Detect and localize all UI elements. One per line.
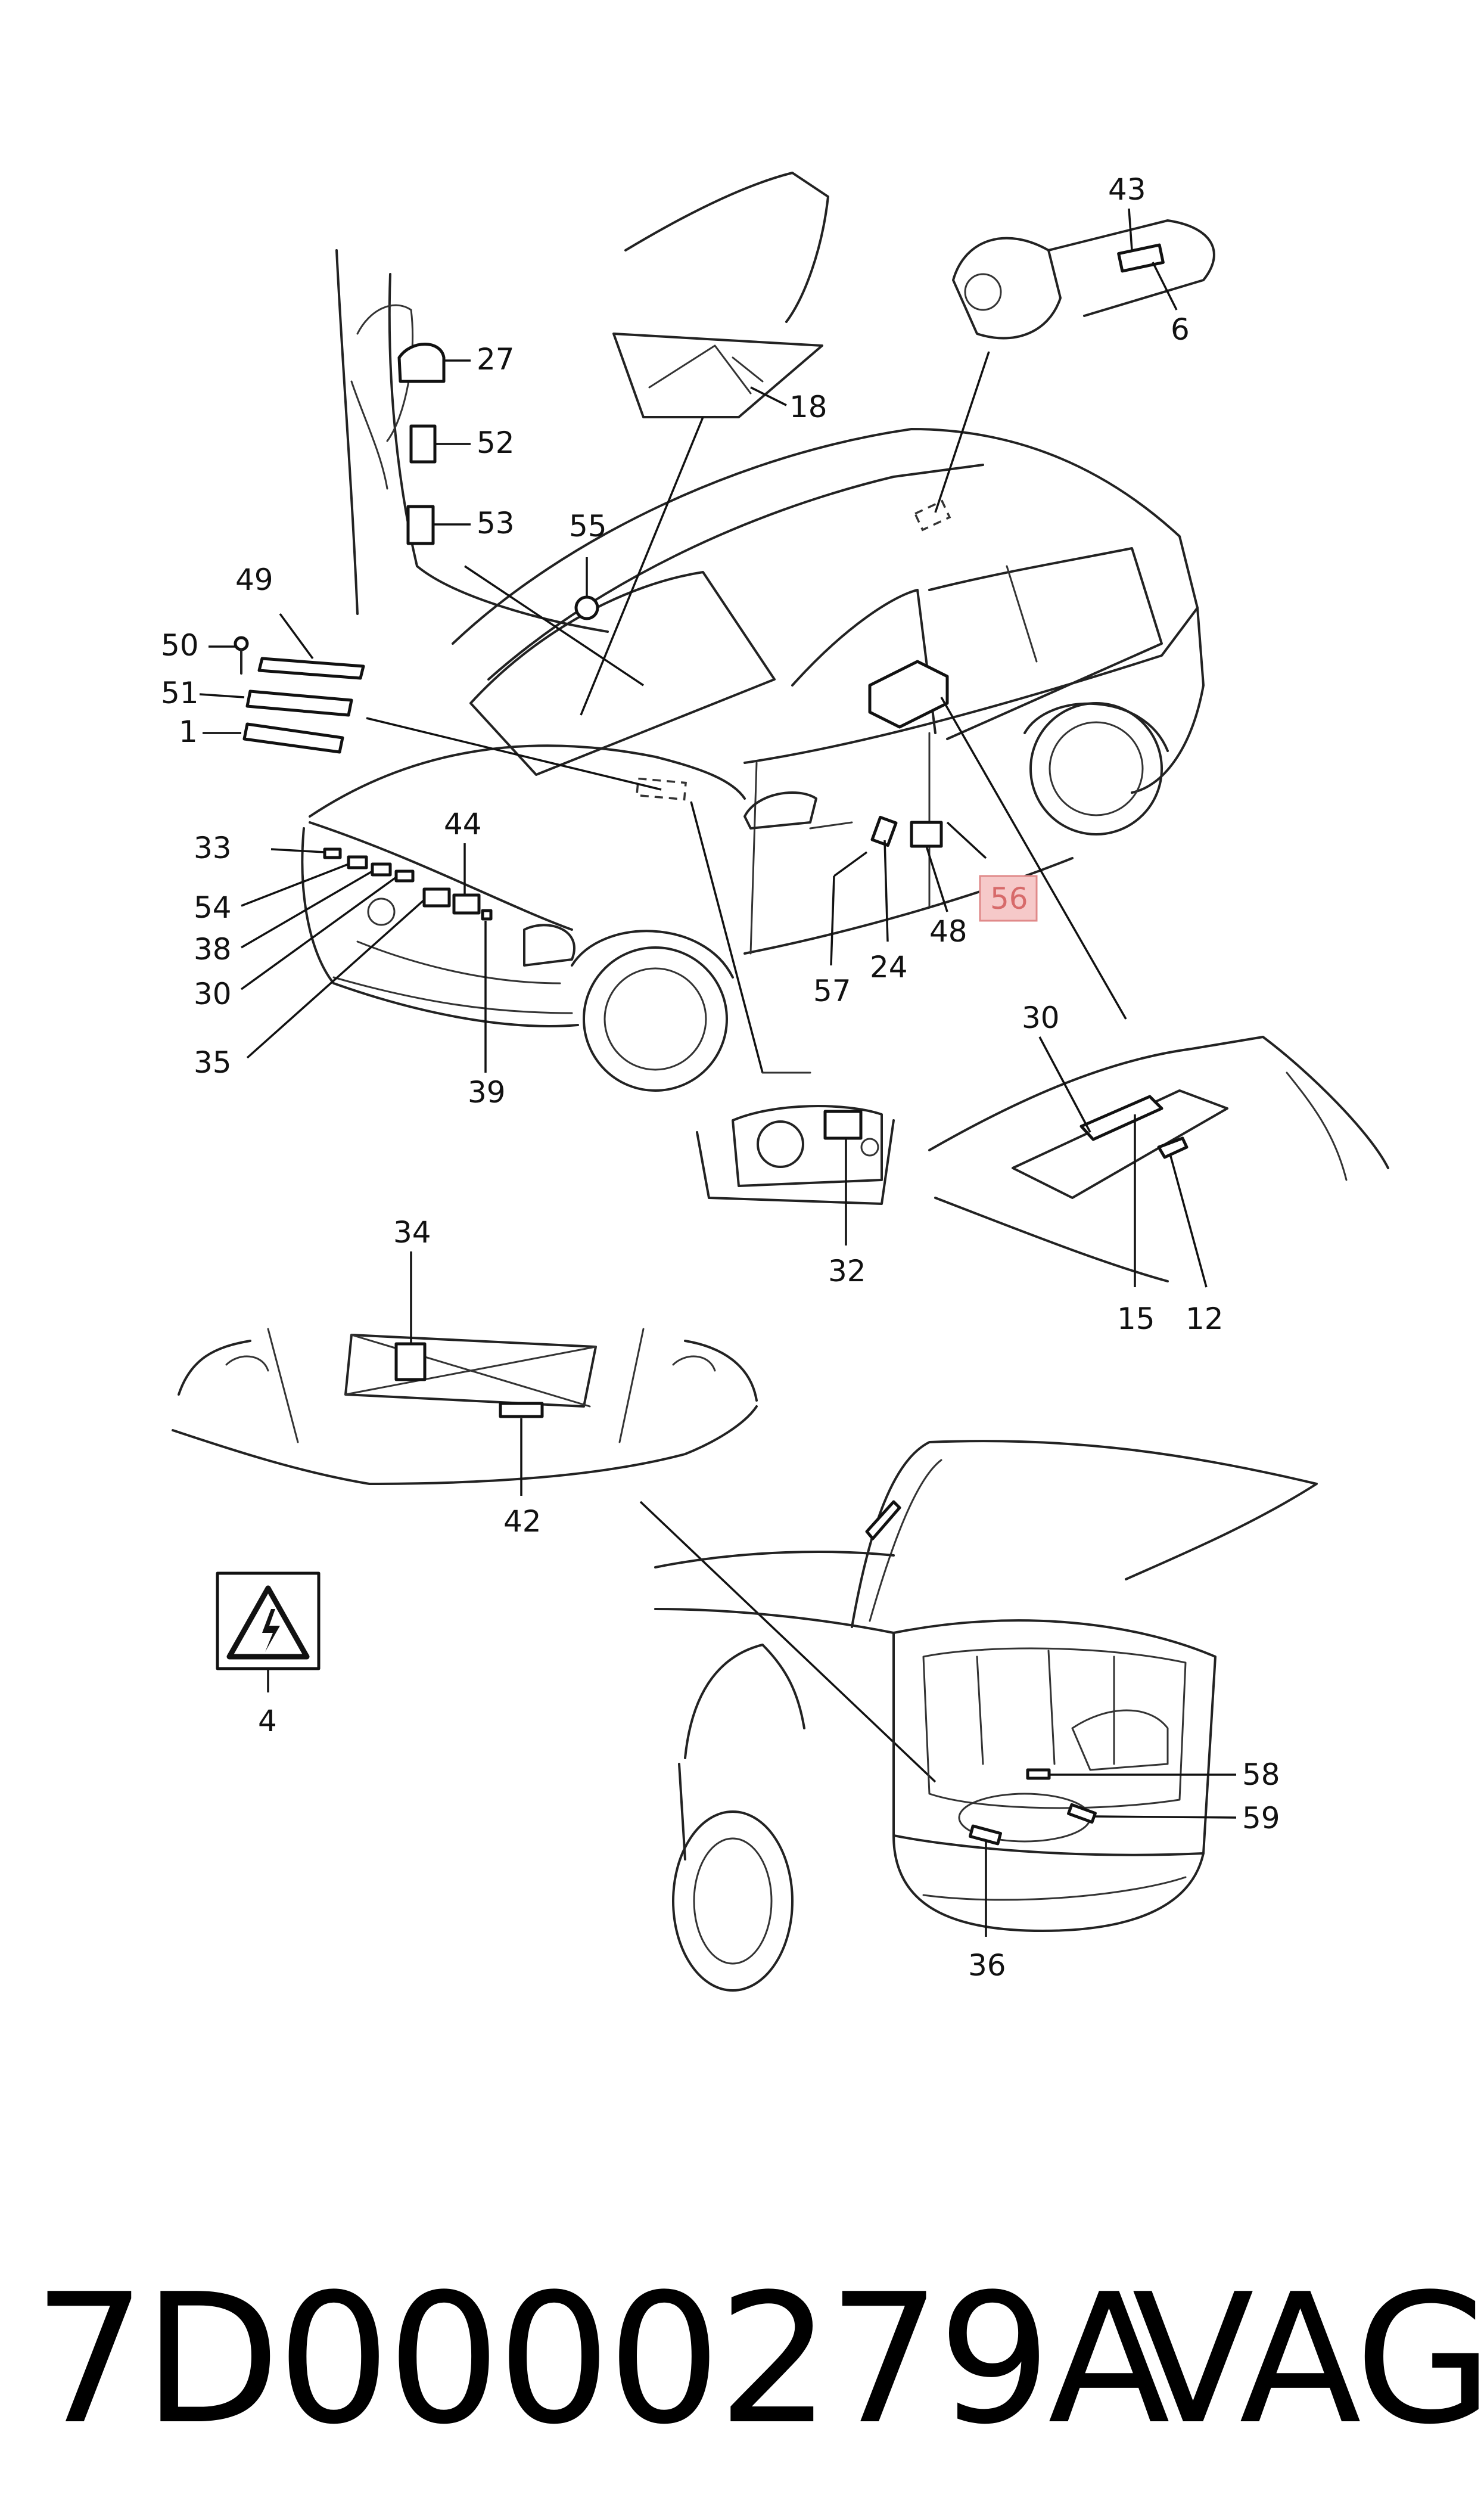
callout-1: 1 (179, 715, 198, 749)
hidden-label-roof (913, 499, 951, 532)
callout-30-boot: 30 (1022, 1001, 1060, 1035)
callout-50: 50 (161, 628, 199, 663)
callout-27: 27 (477, 342, 515, 377)
label-53 (406, 505, 435, 545)
callout-54: 54 (194, 890, 232, 925)
front-label-row: 33 54 38 30 35 44 39 (194, 807, 506, 1110)
main-vehicle: 55 33 54 38 30 35 44 39 (194, 351, 1205, 1110)
hidden-label-windshield (636, 777, 687, 801)
label-51 (245, 689, 353, 717)
label-32 (823, 1110, 863, 1140)
footer: 7D0000279A VAG (0, 2205, 1484, 2515)
switch-detail: 32 (696, 1071, 895, 1288)
label-43-6 (1117, 243, 1165, 273)
callout-42: 42 (503, 1504, 542, 1539)
callout-35: 35 (194, 1045, 232, 1080)
label-52 (409, 424, 437, 464)
callout-52: 52 (477, 425, 515, 460)
tailgate-strut-label (865, 1500, 901, 1540)
label-12 (1157, 1136, 1189, 1159)
callout-12: 12 (1186, 1302, 1224, 1336)
callout-32: 32 (828, 1254, 866, 1288)
label-48 (910, 821, 943, 848)
callout-57: 57 (813, 974, 851, 1008)
callout-18: 18 (789, 390, 827, 424)
label-59 (1067, 1803, 1097, 1824)
callout-34: 34 (393, 1215, 431, 1250)
callout-55: 55 (569, 509, 607, 543)
label-1 (242, 722, 344, 754)
wiper-labels: 49 50 51 1 (161, 563, 365, 754)
label-49 (257, 657, 365, 680)
fuel-flap-detail: 43 6 (952, 172, 1215, 347)
label-box-56-ref (868, 660, 949, 729)
label-30-boot (1079, 1095, 1163, 1141)
underbody-detail: 34 42 (172, 1215, 758, 1539)
callout-36: 36 (968, 1948, 1006, 1983)
callout-4: 4 (258, 1704, 277, 1738)
callout-51: 51 (161, 676, 199, 710)
label-39 (481, 909, 493, 921)
callout-49: 49 (235, 563, 273, 597)
label-30 (394, 869, 415, 883)
label-54 (347, 855, 368, 869)
part-number: 7D0000279A (33, 2256, 1170, 2464)
label-27 (397, 343, 446, 383)
callout-56: 56 (990, 881, 1028, 916)
label-38 (371, 862, 392, 877)
label-58 (1026, 1768, 1051, 1780)
callout-44: 44 (444, 807, 482, 841)
label-34 (394, 1342, 427, 1381)
callout-43: 43 (1108, 172, 1146, 207)
callout-6: 6 (1171, 312, 1190, 347)
callout-53: 53 (477, 506, 515, 541)
callout-39: 39 (468, 1075, 506, 1110)
label-36 (968, 1824, 1003, 1846)
boot-floor-detail: 30 15 12 (928, 1001, 1389, 1336)
callout-15: 15 (1117, 1302, 1155, 1336)
visor-detail: 18 (612, 172, 829, 424)
callout-48: 48 (929, 914, 967, 949)
label-35 (422, 887, 451, 908)
callout-59: 59 (1242, 1801, 1280, 1835)
label-44 (452, 893, 481, 915)
label-55 (574, 595, 599, 620)
bolt-50 (234, 636, 249, 651)
label-33 (323, 847, 342, 859)
callout-24: 24 (870, 950, 908, 984)
label-24 (870, 815, 898, 847)
callout-38: 38 (194, 932, 232, 967)
callout-33: 33 (194, 831, 232, 865)
brand-name: VAG (1132, 2256, 1484, 2464)
rear-vehicle: 58 59 36 (639, 1440, 1318, 1992)
highlight-box-56 (979, 875, 1038, 922)
pillar-detail: 27 52 53 (335, 249, 609, 633)
lightning-bolt-icon (262, 1609, 280, 1652)
label-42 (499, 1402, 544, 1418)
callout-58: 58 (1242, 1757, 1280, 1792)
callout-30: 30 (194, 977, 232, 1011)
warning-label: 4 (216, 1571, 321, 1738)
